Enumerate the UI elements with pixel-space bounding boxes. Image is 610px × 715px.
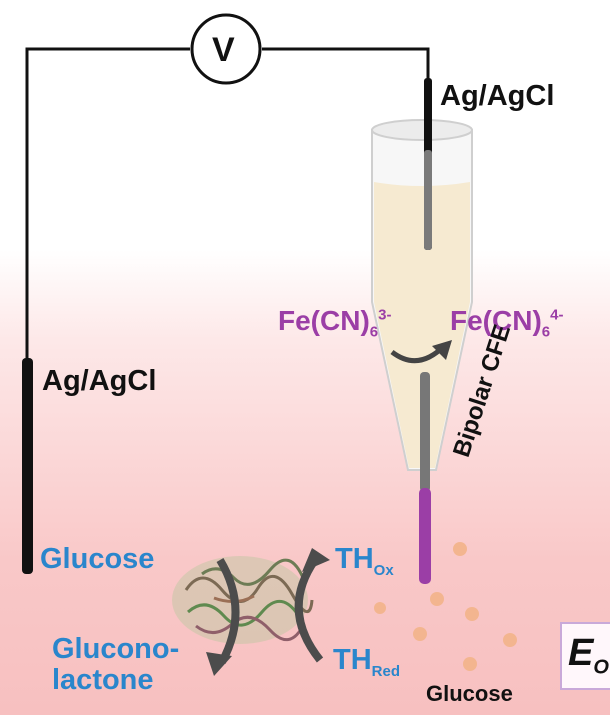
ferricyanide-label: Fe(CN)63- bbox=[278, 305, 391, 341]
wire-left bbox=[25, 47, 190, 365]
potential-box bbox=[560, 622, 610, 690]
wire-right bbox=[262, 47, 430, 80]
eo-main: E bbox=[568, 632, 594, 674]
glucose-conversion-arrow bbox=[216, 557, 240, 664]
ferricyanide-sup: 3- bbox=[378, 306, 392, 324]
eo-label: EO bbox=[568, 632, 609, 680]
th-red-label: THRed bbox=[333, 644, 400, 680]
ferrocyanide-main: Fe(CN) bbox=[450, 305, 542, 336]
glucose-label-left: Glucose bbox=[40, 543, 155, 575]
gluconolactone-line1: Glucono- bbox=[52, 633, 180, 665]
th-ox-main: TH bbox=[335, 543, 374, 575]
th-red-sub: Red bbox=[371, 662, 401, 680]
voltmeter-icon bbox=[190, 13, 262, 85]
gluconolactone-line2: lactone bbox=[52, 664, 154, 696]
th-red-main: TH bbox=[333, 644, 372, 676]
bipolar-cfe-body bbox=[420, 372, 430, 492]
th-ox-label: THOx bbox=[335, 543, 394, 579]
ferrocyanide-label: Fe(CN)64- bbox=[450, 305, 563, 341]
ferrocyanide-sup: 4- bbox=[550, 306, 564, 324]
th-ox-sub: Ox bbox=[373, 561, 394, 579]
glucose-label-bottom: Glucose bbox=[426, 681, 513, 706]
glucose-particles bbox=[374, 542, 517, 671]
glucose-conversion-arrowhead bbox=[206, 652, 232, 676]
ferrocyanide-sub: 6 bbox=[541, 323, 551, 341]
eo-sub: O bbox=[593, 656, 609, 679]
th-conversion-arrow bbox=[294, 557, 324, 663]
ferricyanide-sub: 6 bbox=[369, 323, 379, 341]
voltmeter-label: V bbox=[212, 31, 235, 69]
redox-arrowhead bbox=[432, 340, 452, 360]
th-conversion-arrowhead bbox=[302, 548, 330, 572]
bipolar-cfe-tip bbox=[419, 488, 431, 584]
gluconolactone-label: Glucono- lactone bbox=[52, 634, 179, 696]
enzyme-structure-icon bbox=[172, 556, 314, 644]
left-ref-electrode bbox=[22, 358, 33, 574]
top-ref-electrode-lower bbox=[424, 150, 432, 250]
ferricyanide-main: Fe(CN) bbox=[278, 305, 370, 336]
top-ref-label: Ag/AgCl bbox=[440, 80, 555, 112]
electrochemical-cell bbox=[371, 119, 473, 471]
left-ref-label: Ag/AgCl bbox=[42, 365, 157, 397]
